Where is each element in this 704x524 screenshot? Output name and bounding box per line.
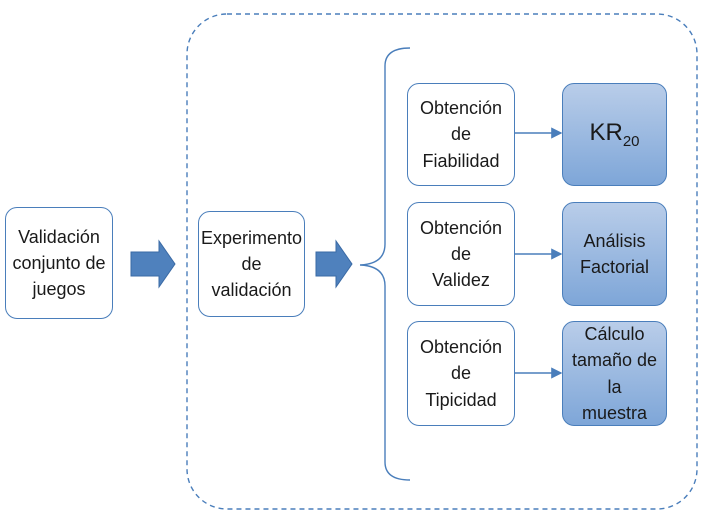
block-arrow-2 <box>315 239 353 289</box>
box-analisis-factorial: Análisis Factorial <box>562 202 667 306</box>
box-fiabilidad-label: Obtención de Fiabilidad <box>419 98 503 171</box>
box-validacion-label: Validación conjunto de juegos <box>12 226 106 300</box>
box-validacion-conjunto: Validación conjunto de juegos <box>5 207 113 319</box>
curly-brace <box>359 47 411 481</box>
box-tipicidad-label: Obtención de Tipicidad <box>419 337 503 410</box>
kr-base: KR <box>589 119 623 147</box>
box-validez-label: Obtención de Validez <box>419 217 503 291</box>
box-fiabilidad: Obtención de Fiabilidad <box>407 83 515 186</box>
block-arrow-1 <box>130 239 176 289</box>
box-calculo-label: Cálculo tamaño de la muestra <box>571 324 658 423</box>
box-validez: Obtención de Validez <box>407 202 515 306</box>
box-tipicidad: Obtención de Tipicidad <box>407 321 515 426</box>
box-calculo-tamano: Cálculo tamaño de la muestra <box>562 321 667 426</box>
box-experimento-label: Experimento de validación <box>200 227 303 301</box>
box-experimento: Experimento de validación <box>198 211 305 317</box>
kr20-label: KR20 <box>589 116 639 153</box>
box-kr20: KR20 <box>562 83 667 186</box>
kr-subscript: 20 <box>622 133 640 151</box>
box-analisis-label: Análisis Factorial <box>579 230 650 277</box>
